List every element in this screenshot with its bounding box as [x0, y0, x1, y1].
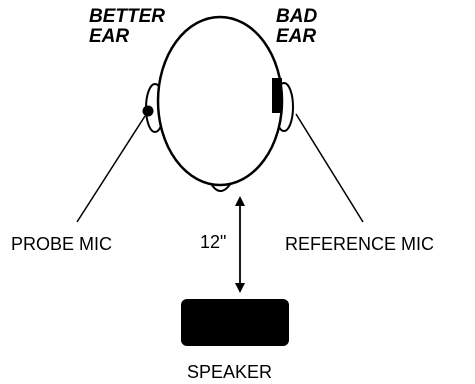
- speaker-box: [181, 299, 289, 346]
- bad-ear-label-line1: BAD: [276, 6, 317, 27]
- probe-mic-marker: [142, 105, 154, 117]
- bad-ear-label-line2: EAR: [276, 26, 316, 47]
- probe-mic-label: PROBE MIC: [11, 234, 112, 254]
- reference-mic-marker: [272, 78, 282, 113]
- speaker-label: SPEAKER: [187, 362, 272, 382]
- distance-label: 12": [200, 232, 226, 252]
- reference-mic-leader-line: [295, 113, 364, 223]
- head: [156, 15, 284, 187]
- better-ear-label-line1: BETTER: [89, 6, 165, 27]
- better-ear-label-line2: EAR: [89, 26, 129, 47]
- reference-mic-label: REFERENCE MIC: [285, 234, 434, 254]
- probe-mic-leader-line: [76, 115, 146, 223]
